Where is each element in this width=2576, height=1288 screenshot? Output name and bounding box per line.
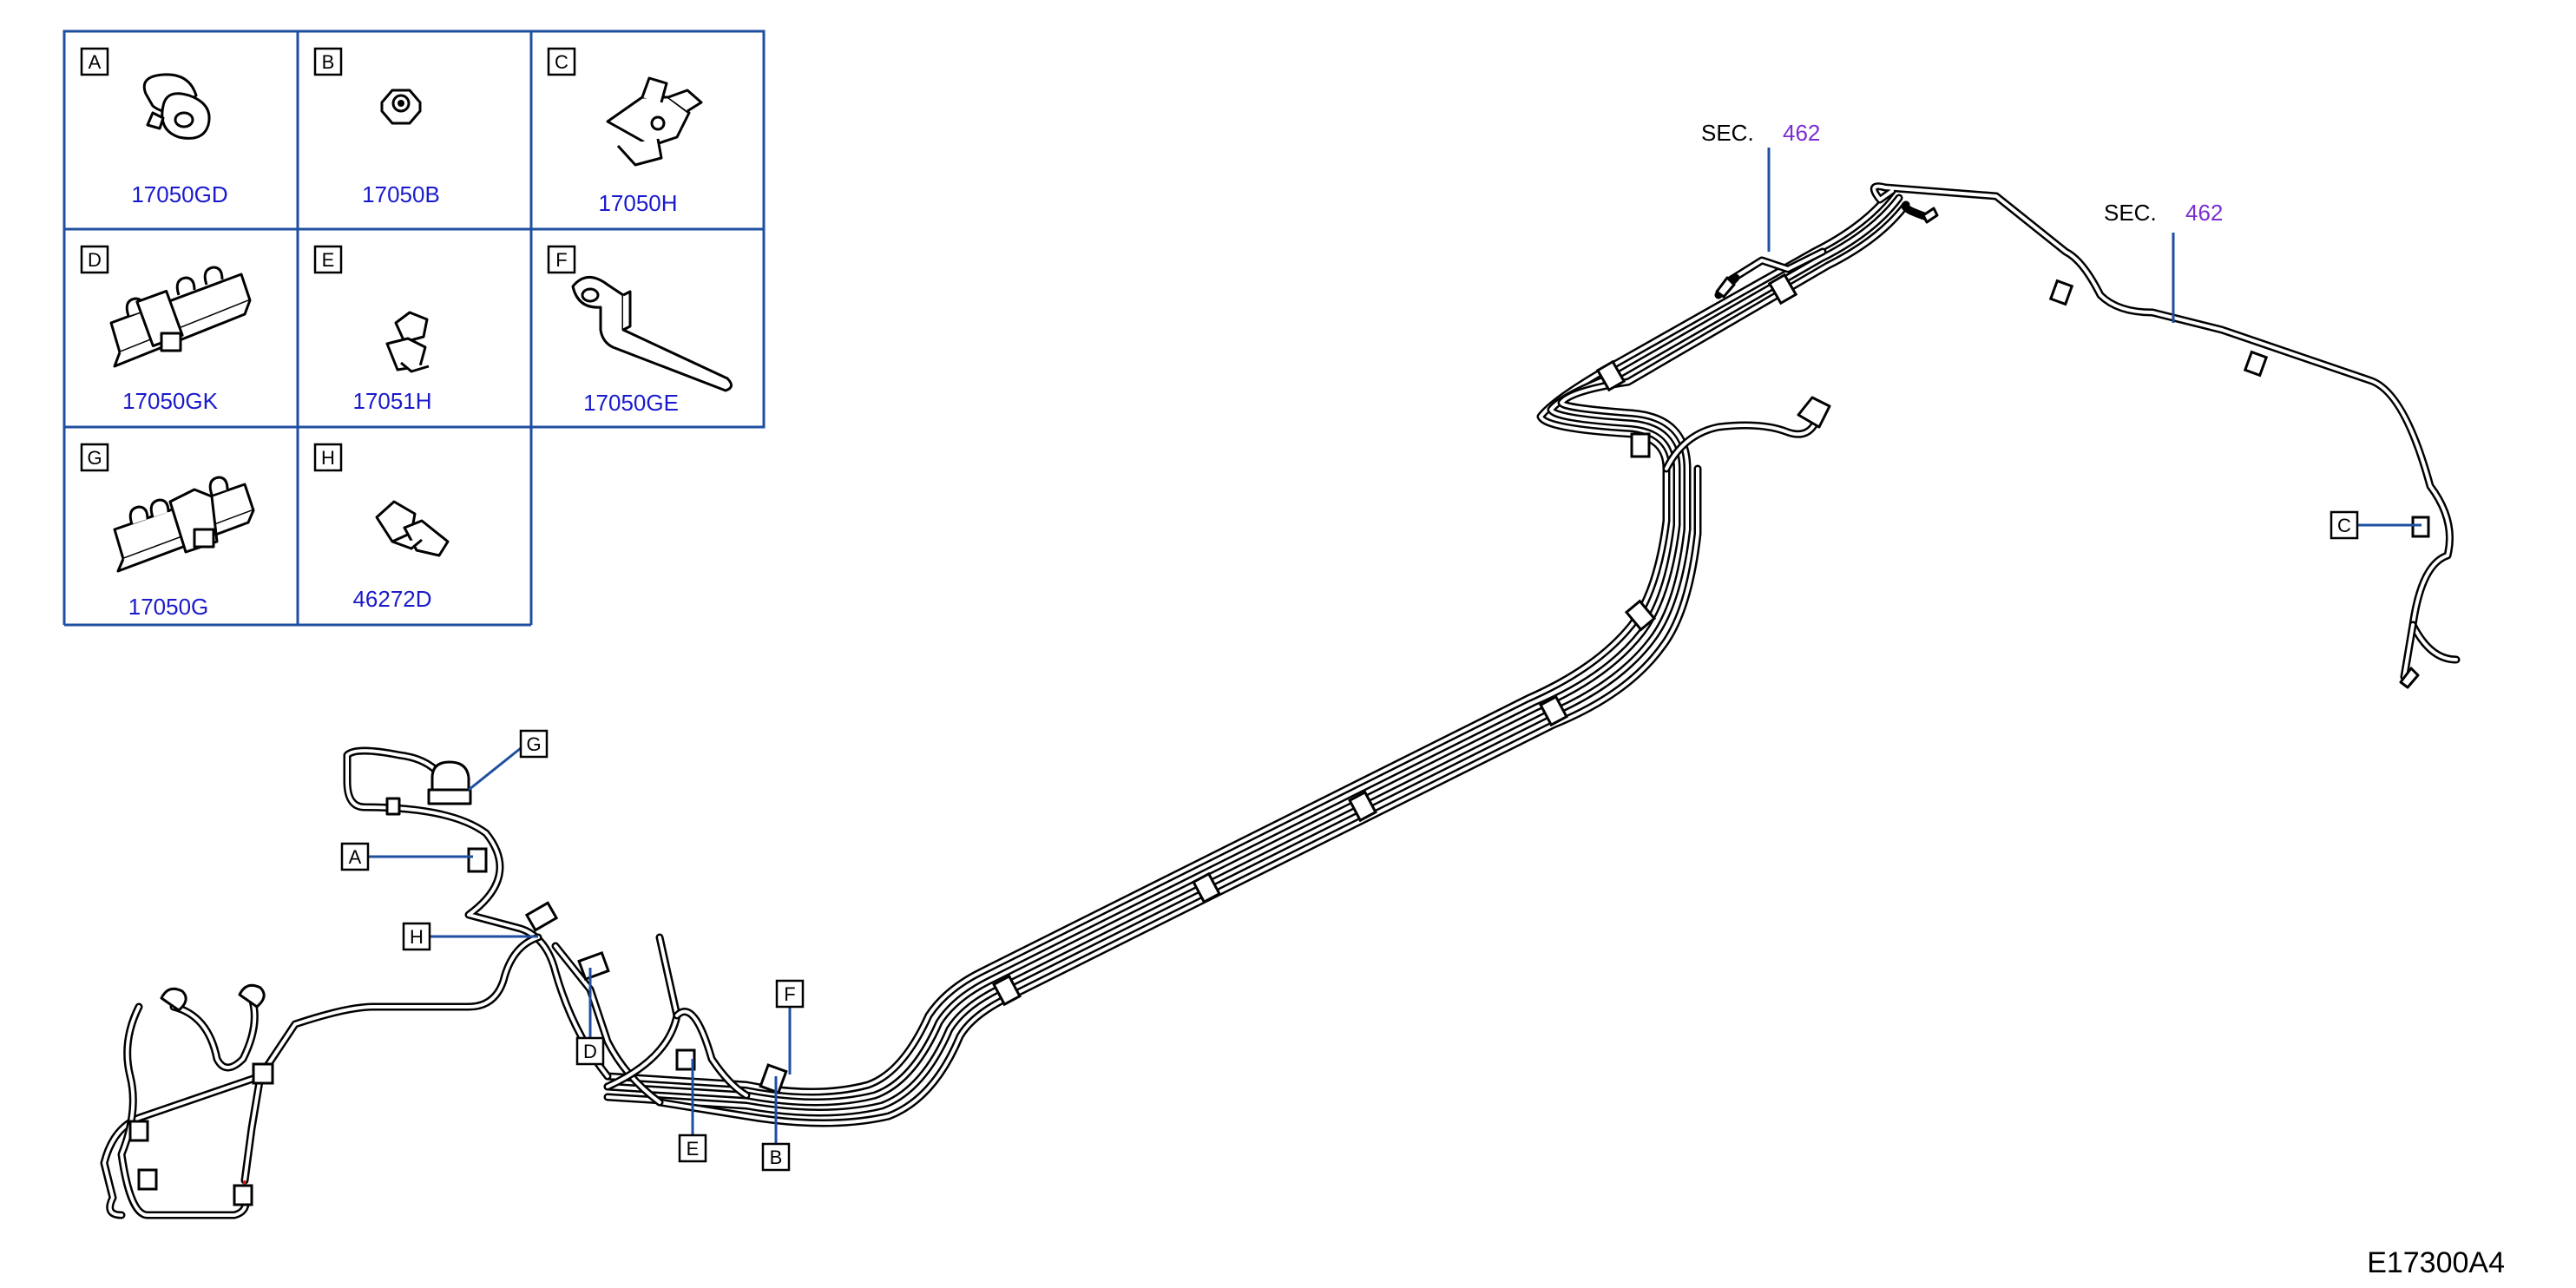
clip-d-icon bbox=[109, 266, 252, 368]
clip-c-icon bbox=[606, 76, 703, 167]
part-number: 17050GK bbox=[122, 388, 219, 414]
legend-letter: D bbox=[88, 249, 102, 271]
part-number: 17050B bbox=[362, 181, 440, 207]
clip-h-icon bbox=[375, 500, 450, 557]
part-number: 46272D bbox=[352, 586, 431, 612]
bracket-f-icon bbox=[571, 276, 733, 392]
legend-cell-a: A 17050GD bbox=[80, 47, 228, 207]
legend-letter: A bbox=[89, 51, 102, 73]
rear-right-tube bbox=[1870, 182, 2461, 681]
legend-cell-h: H 46272D bbox=[313, 443, 450, 612]
brake-tubes bbox=[100, 182, 2461, 1219]
callout-g: G bbox=[526, 733, 541, 755]
parts-legend: A 17050GD B 17050B C bbox=[62, 30, 766, 627]
legend-cell-c: C 17050H bbox=[547, 47, 703, 216]
callout-b: B bbox=[770, 1147, 783, 1168]
part-number: 17050G bbox=[128, 594, 209, 620]
front-left-tubes bbox=[100, 746, 751, 1219]
callouts: G A H D F E B C SEC. 462 SEC. bbox=[340, 120, 2422, 1172]
part-number: 17050H bbox=[598, 190, 677, 216]
clip-e-icon bbox=[385, 311, 430, 373]
legend-letter: B bbox=[322, 51, 335, 73]
part-number: 17050GD bbox=[131, 181, 227, 207]
callout-f: F bbox=[784, 983, 795, 1005]
legend-letter: H bbox=[321, 447, 335, 469]
legend-letter: F bbox=[555, 249, 567, 271]
legend-cell-f: F 17050GE bbox=[547, 245, 733, 416]
section-ref-prefix: SEC. bbox=[2104, 200, 2157, 226]
callout-e: E bbox=[687, 1138, 700, 1160]
junction-block bbox=[385, 760, 472, 816]
legend-cell-g: G 17050G bbox=[80, 443, 255, 620]
legend-cell-b: B 17050B bbox=[313, 47, 440, 207]
legend-letter: E bbox=[322, 249, 335, 271]
part-number: 17051H bbox=[352, 388, 431, 414]
section-ref-number: 462 bbox=[2185, 200, 2223, 226]
diagram-code: E17300A4 bbox=[2367, 1246, 2505, 1279]
nut-b-icon bbox=[380, 89, 422, 125]
main-tube-bundle bbox=[603, 187, 1910, 1127]
callout-d: D bbox=[583, 1041, 597, 1062]
legend-cell-e: E 17051H bbox=[313, 245, 432, 414]
callout-a: A bbox=[349, 846, 362, 868]
tube-clips bbox=[128, 207, 2430, 1206]
part-number: 17050GE bbox=[583, 390, 679, 416]
callout-c: C bbox=[2337, 515, 2351, 536]
section-ref-prefix: SEC. bbox=[1701, 120, 1754, 146]
clip-g-icon bbox=[113, 476, 255, 573]
section-ref-number: 462 bbox=[1783, 120, 1820, 146]
callout-h: H bbox=[410, 926, 424, 948]
middle-hose-tube bbox=[1662, 396, 1831, 473]
legend-letter: G bbox=[87, 447, 102, 469]
legend-letter: C bbox=[555, 51, 568, 73]
clip-a-icon bbox=[142, 73, 211, 140]
legend-cell-d: D 17050GK bbox=[80, 245, 252, 414]
